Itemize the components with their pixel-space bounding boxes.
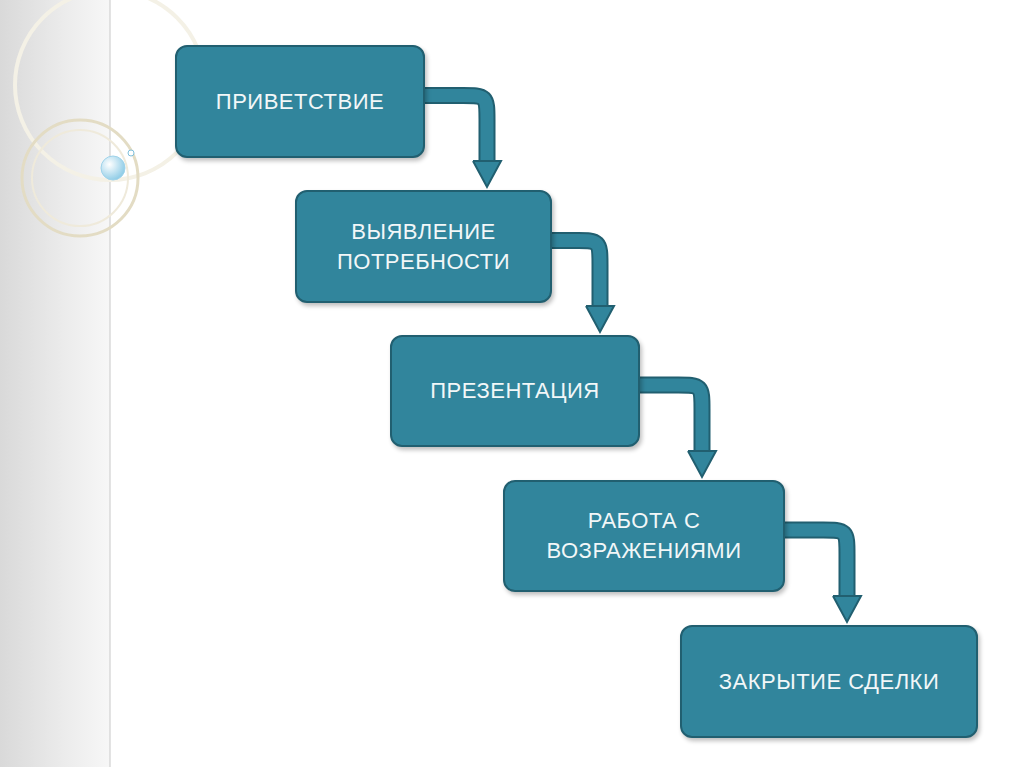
arrow-body: [640, 385, 702, 451]
panel-edge: [110, 0, 111, 767]
side-panel: [0, 0, 110, 767]
arrow-outline: [640, 385, 702, 451]
process-box: РАБОТА С ВОЗРАЖЕНИЯМИ: [503, 480, 785, 592]
arrow-body: [425, 96, 487, 162]
arrow-body: [552, 241, 600, 307]
deco-ring: [22, 120, 138, 236]
arrow-body: [785, 530, 847, 596]
step-label: ПРЕЗЕНТАЦИЯ: [430, 376, 599, 406]
arrow-head: [473, 161, 501, 187]
process-box: ЗАКРЫТИЕ СДЕЛКИ: [680, 625, 978, 738]
step-label: ВЫЯВЛЕНИЕ ПОТРЕБНОСТИ: [311, 217, 536, 276]
arrow-head: [833, 596, 861, 622]
arrow-head: [586, 306, 614, 332]
process-box: ПРИВЕТСТВИЕ: [175, 45, 425, 158]
arrow-head: [688, 451, 716, 477]
process-box: ПРЕЗЕНТАЦИЯ: [390, 335, 640, 447]
deco-ring: [32, 130, 128, 226]
deco-bubble: [101, 156, 125, 180]
flow-arrow: [640, 385, 716, 477]
step-label: ЗАКРЫТИЕ СДЕЛКИ: [719, 667, 940, 697]
arrow-outline: [785, 530, 847, 596]
process-box: ВЫЯВЛЕНИЕ ПОТРЕБНОСТИ: [295, 190, 552, 303]
flow-arrow: [552, 241, 614, 333]
arrow-outline: [552, 241, 600, 307]
step-label: РАБОТА С ВОЗРАЖЕНИЯМИ: [519, 506, 769, 565]
arrow-outline: [425, 96, 487, 162]
flow-arrow: [425, 96, 501, 188]
step-label: ПРИВЕТСТВИЕ: [216, 87, 384, 117]
deco-bubble: [128, 150, 134, 156]
flow-arrow: [785, 530, 861, 622]
